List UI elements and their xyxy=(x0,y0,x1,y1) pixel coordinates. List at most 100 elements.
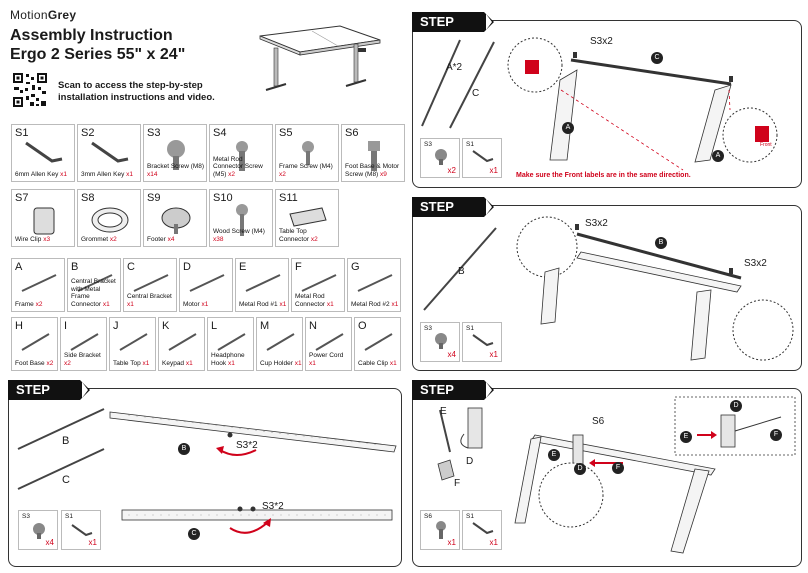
step4-marker-d: D xyxy=(574,463,586,475)
step1-panel xyxy=(8,388,402,567)
part-c: C Central Bracket x1 xyxy=(123,258,177,312)
step2-title: STEP 2 xyxy=(420,14,454,44)
allen-key-icon xyxy=(91,141,129,163)
step4-panel xyxy=(412,388,802,567)
step4-inset-marker-f: F xyxy=(770,429,782,441)
part-c-icon xyxy=(133,274,169,292)
hardware-s1: S1 6mm Allen Key x1 xyxy=(11,124,75,182)
step4-title: STEP 4 xyxy=(420,382,454,412)
step2-part-c: C xyxy=(472,88,480,99)
step4-parts-illustration xyxy=(437,407,483,481)
step4-inset-marker-e: E xyxy=(680,431,692,443)
part-id: I xyxy=(64,320,68,332)
table-top-connector-icon xyxy=(289,207,327,227)
step4-part-d: D xyxy=(466,456,474,467)
step3-part-b: B xyxy=(458,266,465,277)
part-id: B xyxy=(71,261,79,273)
part-id: G xyxy=(351,261,360,273)
part-b-icon xyxy=(77,274,113,292)
allen-key-icon xyxy=(472,334,494,347)
part-label: Table Top x1 xyxy=(113,359,150,367)
part-k-icon xyxy=(168,333,197,351)
step4-part-f: F xyxy=(454,478,461,489)
part-id: J xyxy=(113,320,119,332)
step2-marker-a1: A xyxy=(562,122,574,134)
hardware-label: 6mm Allen Key x1 xyxy=(15,170,68,178)
allen-key-icon xyxy=(472,522,494,535)
part-id: C xyxy=(127,261,135,273)
brand-logo: MotionGrey xyxy=(10,8,77,22)
hardware-label: 3mm Allen Key x1 xyxy=(81,170,134,178)
hardware-label: Bracket Screw (M8) x14 xyxy=(147,163,205,178)
page-title: Assembly Instruction Ergo 2 Series 55" x… xyxy=(10,26,185,64)
hardware-id: S1 xyxy=(15,127,29,139)
part-g-icon xyxy=(357,274,393,292)
step1-title: STEP 1 xyxy=(16,382,50,412)
part-id: D xyxy=(183,261,191,273)
step2-marker-c: C xyxy=(651,52,663,64)
part-label: Frame x2 xyxy=(15,300,43,308)
part-g: G Metal Rod #2 x1 xyxy=(347,258,401,312)
step4-part-e: E xyxy=(440,406,447,417)
part-id: F xyxy=(295,261,302,273)
part-label: Cable Clip x1 xyxy=(358,359,397,367)
wood-screw-icon xyxy=(236,204,248,236)
part-label: Metal Rod #1 x1 xyxy=(239,300,287,308)
step2-parts-illustration xyxy=(421,39,495,129)
footer-icon xyxy=(161,207,191,234)
part-label: Side Bracket x2 xyxy=(64,352,101,367)
part-label: Metal Rod #2 x1 xyxy=(351,300,399,308)
step4-marker-f: F xyxy=(612,462,624,474)
bracket-screw-icon xyxy=(435,333,447,349)
hardware-id: S4 xyxy=(213,127,227,139)
title-line2: Ergo 2 Series 55" x 24" xyxy=(10,46,186,63)
allen-key-icon xyxy=(71,524,93,537)
step3-assembly-diagram xyxy=(516,216,794,361)
qr-code-icon[interactable] xyxy=(12,72,48,108)
part-f-icon xyxy=(301,274,337,292)
hardware-label: Wood Screw (M4) x38 xyxy=(213,228,265,243)
part-label: Central Bracket x1 xyxy=(127,293,172,308)
part-id: K xyxy=(162,320,170,332)
part-e-icon xyxy=(245,274,281,292)
step2-part-a: A*2 xyxy=(446,62,463,73)
part-k: K Keypad x1 xyxy=(158,317,205,371)
part-i-icon xyxy=(70,333,99,351)
connector-screw-icon xyxy=(236,141,248,171)
part-label: Keypad x1 xyxy=(162,359,193,367)
step1-label-c: C xyxy=(62,474,70,486)
part-l-icon xyxy=(217,333,246,351)
step3-marker-b: B xyxy=(655,237,667,249)
foot-base-screw-icon xyxy=(368,141,380,171)
desk-illustration xyxy=(259,25,381,91)
hardware-label: Table Top Connector x2 xyxy=(279,228,318,243)
part-id: H xyxy=(15,320,23,332)
part-label: Cup Holder x1 xyxy=(260,359,302,367)
step3-callout2: S3x2 xyxy=(744,258,767,269)
part-label: Power Cord x1 xyxy=(309,352,344,367)
hardware-id: S10 xyxy=(213,192,233,204)
step1-marker-b: B xyxy=(178,443,190,455)
step1-assembly-diagram xyxy=(109,411,397,534)
part-j: J Table Top x1 xyxy=(109,317,156,371)
